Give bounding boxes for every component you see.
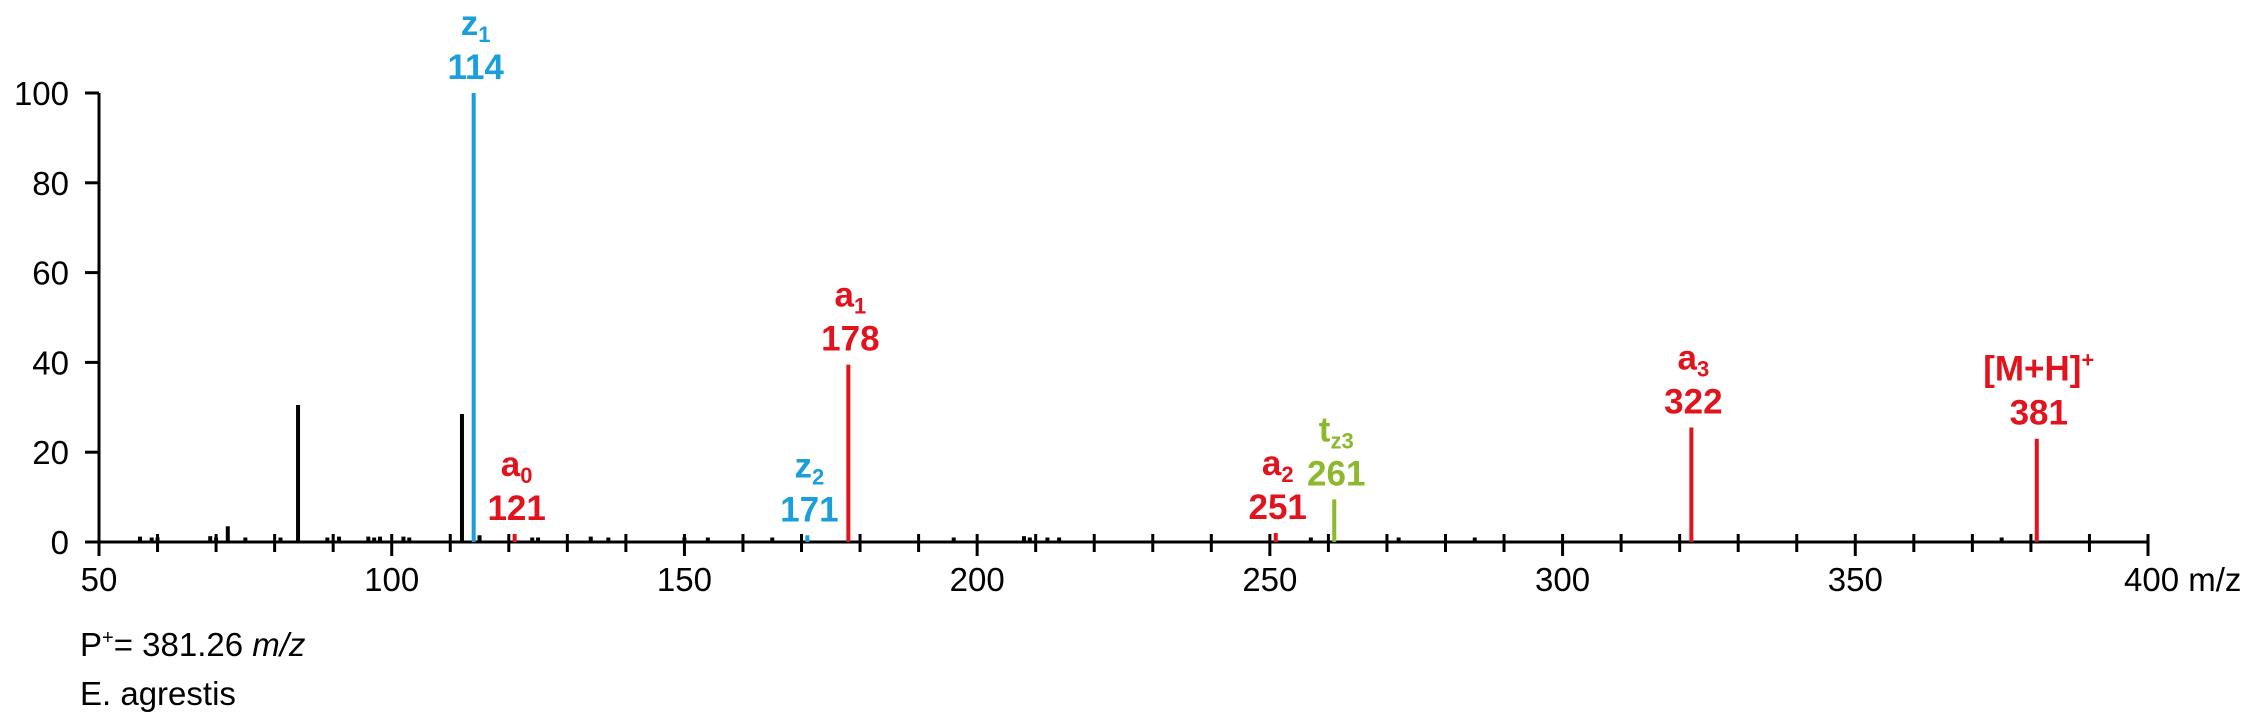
peak-mz-label: 171: [780, 490, 838, 529]
peak-ion-label: a3: [1678, 339, 1710, 382]
peak-ion-label: a1: [834, 276, 866, 319]
y-tick-label: 100: [14, 75, 69, 112]
peaks: [137, 93, 2039, 542]
precursor-charge: +: [102, 627, 114, 649]
peak-ion-label: z2: [794, 446, 824, 489]
peak-ion-label: z1: [461, 4, 491, 47]
peak-mz-label: 261: [1307, 454, 1365, 493]
peak-mz-label: 251: [1249, 488, 1307, 527]
peak-mz-label: 178: [821, 320, 879, 359]
axes: 50 100 150 200 250 300 350 400 m/z 0 20 40 60 80 100: [14, 75, 2241, 598]
x-tick-label: 400 m/z: [2124, 561, 2241, 598]
x-tick-label: 50: [81, 561, 118, 598]
y-tick-label: 20: [32, 434, 69, 471]
peak-ion-label: a2: [1262, 444, 1294, 487]
precursor-note: P+= 381.26 m/z: [80, 626, 305, 664]
y-tick-label: 0: [51, 524, 69, 561]
peak-mz-label: 121: [487, 489, 545, 528]
species-name: E. agrestis: [80, 675, 236, 712]
peak-ion-label: tz3: [1319, 410, 1354, 453]
peak-ion-label: a0: [501, 445, 533, 488]
y-tick-label: 40: [32, 344, 69, 381]
precursor-unit: m/z: [252, 626, 306, 663]
x-tick-label: 350: [1828, 561, 1883, 598]
peak-mz-label: 114: [447, 48, 504, 87]
x-tick-label: 200: [950, 561, 1005, 598]
peak-mz-label: 322: [1664, 383, 1722, 422]
peak-ion-label: [M+H]+: [1983, 348, 2094, 389]
peak-mz-label: 381: [2010, 394, 2068, 433]
precursor-prefix: P: [80, 626, 103, 663]
y-tick-label: 60: [32, 255, 69, 292]
x-tick-label: 100: [364, 561, 419, 598]
x-tick-label: 300: [1535, 561, 1590, 598]
x-tick-label: 250: [1242, 561, 1297, 598]
y-tick-label: 80: [32, 165, 69, 202]
x-tick-label: 150: [657, 561, 712, 598]
precursor-value: = 381.26: [113, 626, 253, 663]
